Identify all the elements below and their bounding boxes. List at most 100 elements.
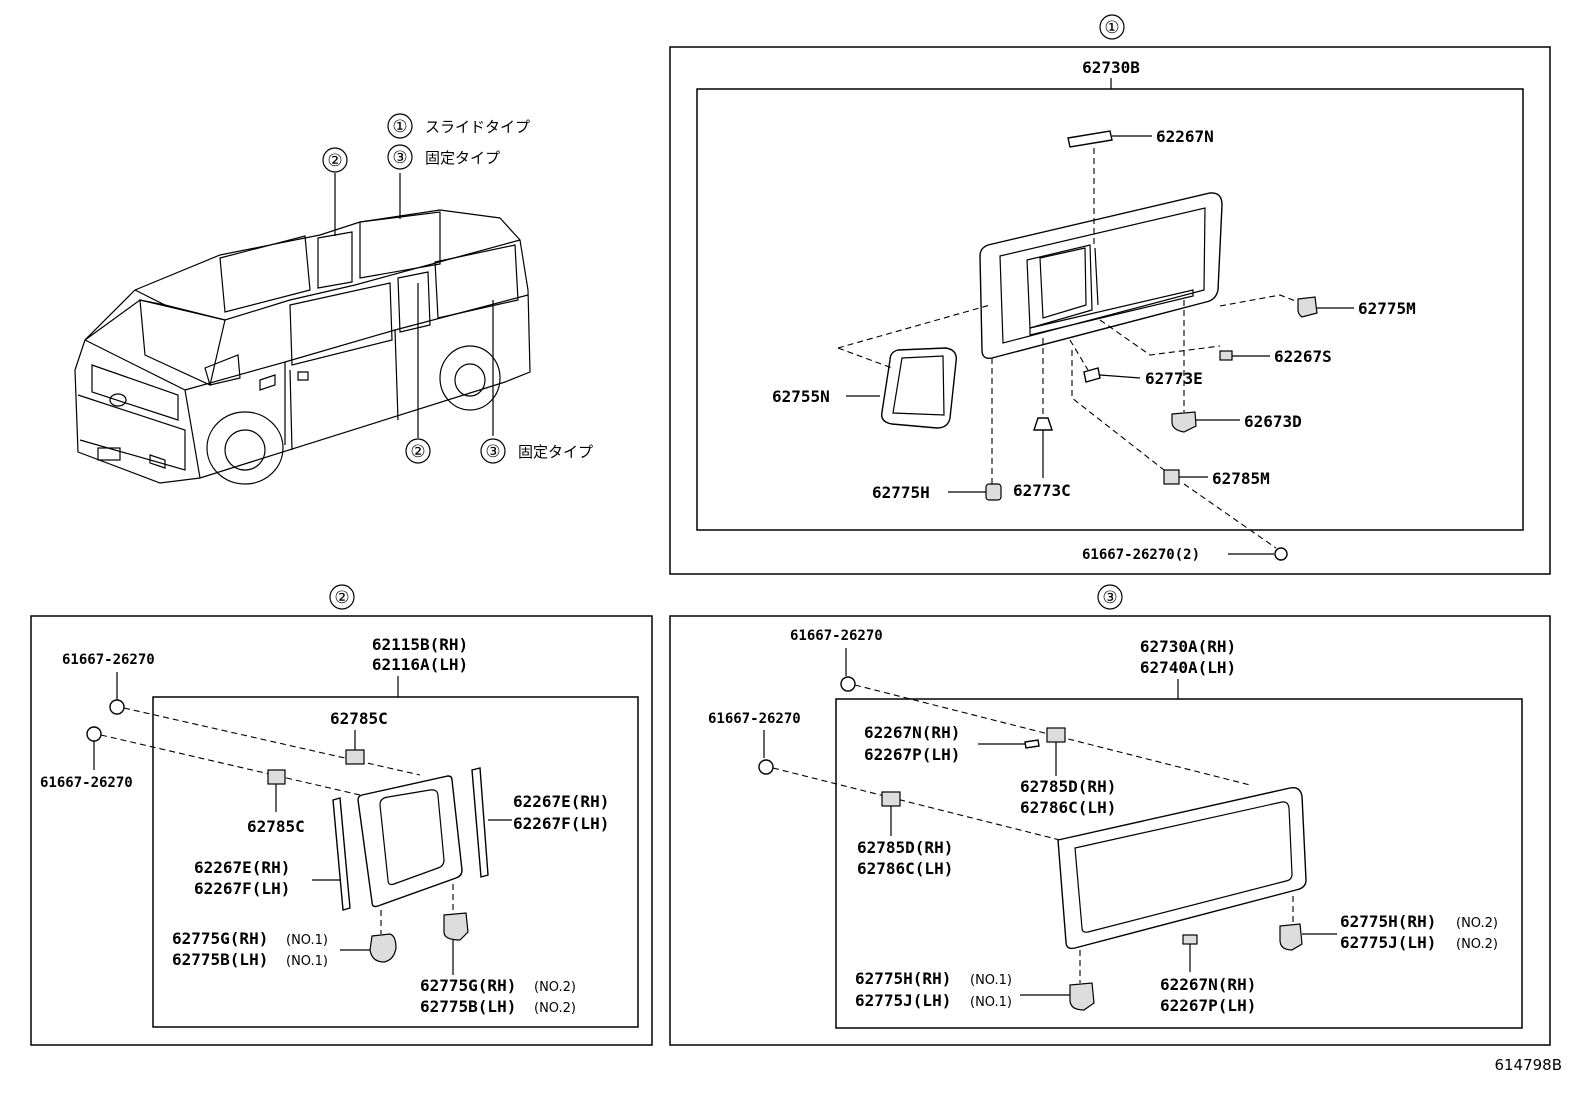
diagram-reference-number: 614798B [1494, 1056, 1562, 1074]
label-62773C: 62773C [1013, 481, 1071, 500]
label-62775M: 62775M [1358, 299, 1416, 318]
label-62785M: 62785M [1212, 469, 1270, 488]
part-62785D-left [881, 791, 901, 807]
label-62730A-RH: 62730A(RH) [1140, 637, 1236, 656]
label-61667-26270-bottom: 61667-26270 [40, 775, 133, 791]
part-62785C-top [345, 749, 365, 765]
part-62773C [1033, 417, 1053, 431]
label-62267P-LH-top: 62267P(LH) [864, 745, 960, 764]
section-1-outer-frame [669, 46, 1551, 575]
label-62775G-RH-no2: 62775G(RH) [420, 976, 516, 995]
note-no2-lh: (NO.2) [534, 1001, 576, 1016]
label-62267N: 62267N [1156, 127, 1214, 146]
label-62775J-LH-no2: 62775J(LH) [1340, 933, 1436, 952]
section-2-outer-frame [30, 615, 653, 1046]
legend-text-fixed-type: 固定タイプ [425, 149, 500, 167]
note-no1-lh: (NO.1) [286, 954, 328, 969]
part-62785D-top [1046, 727, 1066, 743]
part-62267N [1067, 130, 1113, 148]
note-s3-no1-lh: (NO.1) [970, 995, 1012, 1010]
label-62267E-RH-left: 62267E(RH) [194, 858, 290, 877]
label-62115B-RH: 62115B(RH) [372, 635, 468, 654]
callout-3-text: 固定タイプ [518, 443, 593, 461]
overview-legend: ① スライドタイプ ③ 固定タイプ ② ② ③ 固定タイプ [322, 113, 593, 464]
part-62673D [1171, 411, 1197, 433]
label-62267F-LH-right: 62267F(LH) [513, 814, 609, 833]
label-62775B-LH-no2: 62775B(LH) [420, 997, 516, 1016]
van-window-1 [359, 211, 441, 279]
label-62775B-LH-no1: 62775B(LH) [172, 950, 268, 969]
part-screw-61667-26270 [1274, 547, 1288, 561]
label-61667-26270-top: 61667-26270 [62, 652, 155, 668]
part-62775G-no1 [369, 933, 397, 963]
section-1-slide-window: ① 62730B 62267N 62775M 62755N 62267S [669, 14, 1551, 575]
label-62775J-LH-no1: 62775J(LH) [855, 991, 951, 1010]
label-62730B: 62730B [1082, 58, 1140, 77]
section-2-inner-frame [152, 696, 639, 1028]
label-61667-26270-s3-left: 61667-26270 [708, 711, 801, 727]
section-2-number: ② [334, 588, 349, 608]
label-62775G-RH-no1: 62775G(RH) [172, 929, 268, 948]
label-62773E: 62773E [1145, 369, 1203, 388]
label-62786C-LH-top: 62786C(LH) [1020, 798, 1116, 817]
section-1-number: ① [1104, 18, 1119, 38]
section-1-inner-frame [696, 88, 1524, 531]
part-62775M [1297, 296, 1318, 318]
part-screw-s3-left [758, 759, 774, 775]
part-62267N-top [1024, 739, 1040, 749]
part-62775G-no2 [443, 912, 469, 941]
legend-num-1: ① [392, 117, 407, 137]
label-62775H-RH-no2: 62775H(RH) [1340, 912, 1436, 931]
part-62785C-left [267, 769, 286, 785]
part-62755N [881, 347, 957, 429]
note-s3-no2-lh: (NO.2) [1456, 937, 1498, 952]
callout-2-lower: ② [410, 442, 425, 462]
part-62775H-no1 [1069, 982, 1095, 1011]
part-strip-right [471, 767, 489, 878]
label-62740A-LH: 62740A(LH) [1140, 658, 1236, 677]
part-screw-top [109, 699, 125, 715]
callout-2-upper: ② [327, 151, 342, 171]
legend-text-slide-type: スライドタイプ [425, 118, 530, 136]
part-62785M [1163, 469, 1180, 485]
label-62267N-RH-top: 62267N(RH) [864, 723, 960, 742]
label-62785D-RH-top: 62785D(RH) [1020, 777, 1116, 796]
small-window-glass [357, 775, 463, 908]
note-s3-no2-rh: (NO.2) [1456, 916, 1498, 931]
fixed-window-glass [1057, 786, 1307, 950]
label-61667-26270-s3-top: 61667-26270 [790, 628, 883, 644]
label-62785C-top: 62785C [330, 709, 388, 728]
label-62267P-LH-bottom: 62267P(LH) [1160, 996, 1256, 1015]
part-strip-left [332, 797, 351, 911]
note-no1-rh: (NO.1) [286, 933, 328, 948]
part-62775H [985, 483, 1002, 501]
label-62267F-LH-left: 62267F(LH) [194, 879, 290, 898]
label-62267N-RH-bottom: 62267N(RH) [1160, 975, 1256, 994]
section-3-number: ③ [1102, 588, 1117, 608]
label-62673D: 62673D [1244, 412, 1302, 431]
legend-num-3: ③ [392, 148, 407, 168]
label-62785C-left: 62785C [247, 817, 305, 836]
part-screw-bottom [86, 726, 102, 742]
label-62785D-RH-left: 62785D(RH) [857, 838, 953, 857]
van-illustration [74, 173, 531, 485]
section-2-small-window: ② 62115B(RH) 62116A(LH) 61667-26270 6166… [30, 584, 653, 1046]
van-window-2-lower [397, 271, 431, 333]
part-62773E [1083, 367, 1101, 383]
van-window-2-upper [317, 231, 353, 289]
note-no2-rh: (NO.2) [534, 980, 576, 995]
label-62267E-RH-right: 62267E(RH) [513, 792, 609, 811]
part-screw-s3-top [840, 676, 856, 692]
label-62786C-LH-left: 62786C(LH) [857, 859, 953, 878]
note-s3-no1-rh: (NO.1) [970, 973, 1012, 988]
callout-3-lower: ③ [485, 442, 500, 462]
section-3-fixed-window: ③ 62730A(RH) 62740A(LH) 61667-26270 6166… [669, 584, 1551, 1046]
part-62775H-no2 [1279, 923, 1303, 951]
label-62775H-RH-no1: 62775H(RH) [855, 969, 951, 988]
label-62267S: 62267S [1274, 347, 1332, 366]
van-window-3 [434, 244, 519, 319]
section-3-outer-frame [669, 615, 1551, 1046]
label-62116A-LH: 62116A(LH) [372, 655, 468, 674]
label-62755N: 62755N [772, 387, 830, 406]
